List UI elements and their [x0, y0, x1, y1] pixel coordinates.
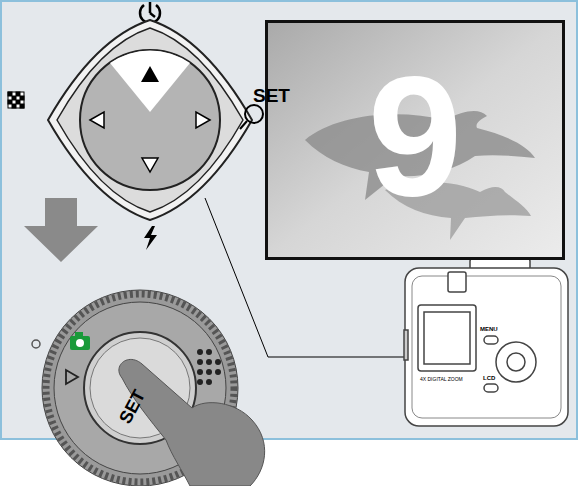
control-pad — [48, 20, 252, 220]
button-label: MENU — [480, 326, 498, 332]
camera-back — [404, 258, 568, 426]
button-label: SET — [253, 86, 290, 105]
step-number: 9 — [268, 51, 562, 221]
magnifier-icon — [240, 105, 263, 129]
camera-text: 4X DIGITAL ZOOM — [420, 377, 463, 382]
pressing-hand — [119, 359, 265, 486]
button-label: LCD — [483, 375, 495, 381]
lcd-screen: 9 — [265, 20, 565, 260]
step-arrow — [24, 198, 98, 262]
quality-icon — [8, 92, 24, 108]
flash-icon — [144, 226, 157, 250]
